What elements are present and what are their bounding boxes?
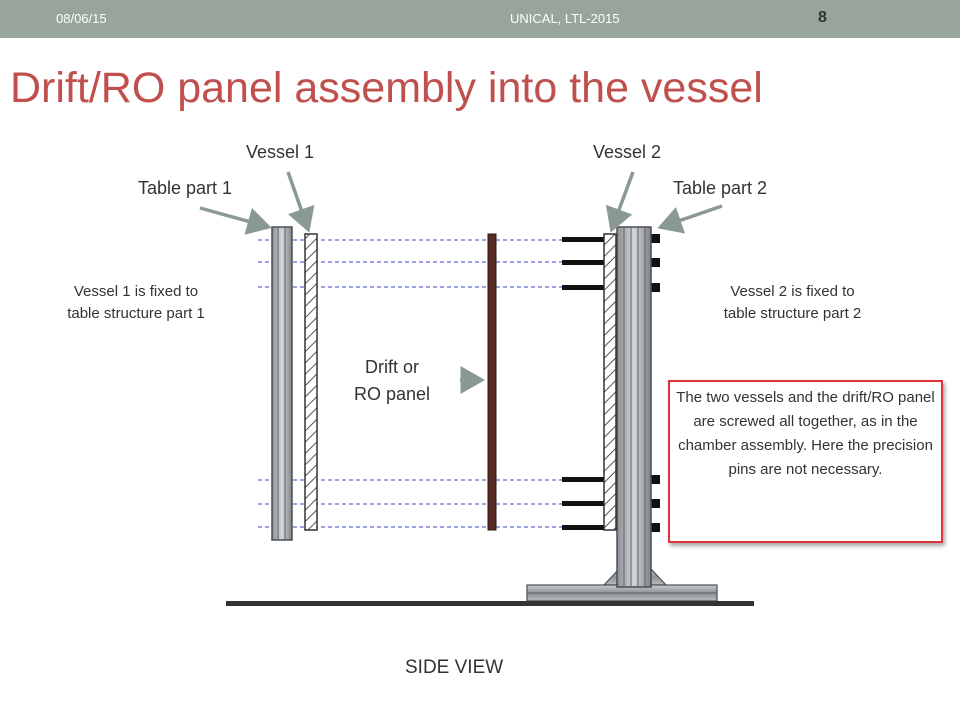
drift-panel-label-line-1: Drift or: [365, 357, 419, 377]
vessel-2-plate: [603, 233, 617, 531]
header-date: 08/06/15: [56, 11, 107, 26]
table-part-2: [616, 226, 652, 588]
drift-panel-label-line-2: RO panel: [353, 384, 431, 404]
drift-panel-label: Drift or RO panel: [340, 354, 444, 408]
precision-pins: [562, 234, 660, 532]
vessel-2-note-line-2: table structure part 2: [723, 305, 862, 322]
arrow-table-1: [199, 206, 272, 235]
side-view-caption: SIDE VIEW: [405, 657, 504, 678]
vessel-2-note-line-1: Vessel 2 is fixed to: [730, 283, 855, 300]
arrow-vessel-1: [286, 171, 315, 233]
slide-title: Drift/RO panel assembly into the vessel: [10, 64, 763, 112]
vessel-2-note: Vessel 2 is fixed to table structure par…: [680, 281, 905, 325]
floor-line: [226, 601, 754, 606]
pointer-arrows: [199, 171, 723, 394]
page-number: 8: [818, 9, 827, 26]
vessel-2-label: Vessel 2: [593, 142, 662, 162]
table-part-1: [271, 226, 293, 541]
vessel-1-note: Vessel 1 is fixed to table structure par…: [26, 281, 246, 325]
table-1-label: Table part 1: [138, 178, 233, 198]
vessel-1-note-line-1: Vessel 1 is fixed to: [73, 283, 199, 300]
arrow-table-2: [657, 204, 723, 234]
assembly-callout: The two vessels and the drift/RO panel a…: [668, 380, 943, 543]
header-footer: UNICAL, LTL-2015: [510, 11, 620, 26]
table-2-label: Table part 2: [673, 178, 768, 198]
header-bar: 08/06/15 UNICAL, LTL-2015 8: [0, 0, 960, 38]
vessel-1-note-line-2: table structure part 1: [67, 305, 205, 322]
vessel-1-label: Vessel 1: [246, 142, 315, 162]
arrow-vessel-2: [605, 171, 635, 233]
drift-ro-panel: [487, 233, 497, 531]
vessel-1-plate: [304, 233, 318, 531]
